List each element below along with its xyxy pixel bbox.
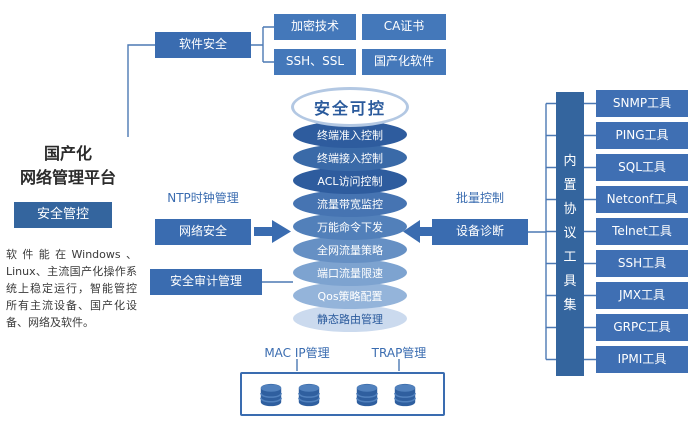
cylinder-layer: 全网流量策略 (293, 236, 407, 263)
tool-snmp-box: SNMP工具 (596, 90, 688, 117)
platform-title-line2: 网络管理平台 (19, 168, 116, 187)
cylinder-layer: 终端接入控制 (293, 144, 407, 171)
security-control-badge: 安全管控 (14, 202, 112, 228)
arrow-right-icon (254, 220, 291, 243)
ssh-ssl-box: SSH、SSL (274, 49, 356, 75)
arrow-left-icon (403, 220, 432, 243)
tool-ssh-box: SSH工具 (596, 250, 688, 277)
tool-jmx-box: JMX工具 (596, 282, 688, 309)
device-diagnosis-box: 设备诊断 (432, 219, 528, 245)
trap-label: TRAP管理 (371, 346, 427, 360)
tool-telnet-box: Telnet工具 (596, 218, 688, 245)
cylinder-layer: 静态路由管理 (293, 305, 407, 332)
mac-ip-label: MAC IP管理 (264, 346, 330, 360)
tool-sql-box: SQL工具 (596, 154, 688, 181)
database-icon (258, 382, 284, 408)
tool-ping-box: PING工具 (596, 122, 688, 149)
tool-grpc-box: GRPC工具 (596, 314, 688, 341)
cylinder-top-label: 安全可控 (291, 87, 409, 127)
cylinder-layer: 端口流量限速 (293, 259, 407, 286)
protocol-toolset-bar: 内置协议工具集 (556, 92, 584, 376)
database-icon (392, 382, 418, 408)
batch-control-label: 批量控制 (455, 191, 504, 205)
cylinder-layer: Qos策略配置 (293, 282, 407, 309)
software-security-box: 软件安全 (155, 32, 251, 58)
encryption-tech-box: 加密技术 (274, 14, 356, 40)
domestic-software-box: 国产化软件 (362, 49, 446, 75)
database-icon (354, 382, 380, 408)
cylinder-layer: 流量带宽监控 (293, 190, 407, 217)
security-audit-box: 安全审计管理 (150, 269, 262, 295)
tool-netconf-box: Netconf工具 (596, 186, 688, 213)
platform-title-line1: 国产化 (43, 144, 92, 163)
cylinder-layer: 万能命令下发 (293, 213, 407, 240)
ntp-clock-label: NTP时钟管理 (167, 191, 239, 205)
storage-box (240, 372, 445, 416)
ca-cert-box: CA证书 (362, 14, 446, 40)
platform-description: 软件能在Windows、Linux、主流国产化操作系统上稳定运行，智能管控所有主… (6, 248, 137, 330)
network-security-box: 网络安全 (155, 219, 251, 245)
database-icon (296, 382, 322, 408)
cylinder-layer: ACL访问控制 (293, 167, 407, 194)
tool-ipmi-box: IPMI工具 (596, 346, 688, 373)
